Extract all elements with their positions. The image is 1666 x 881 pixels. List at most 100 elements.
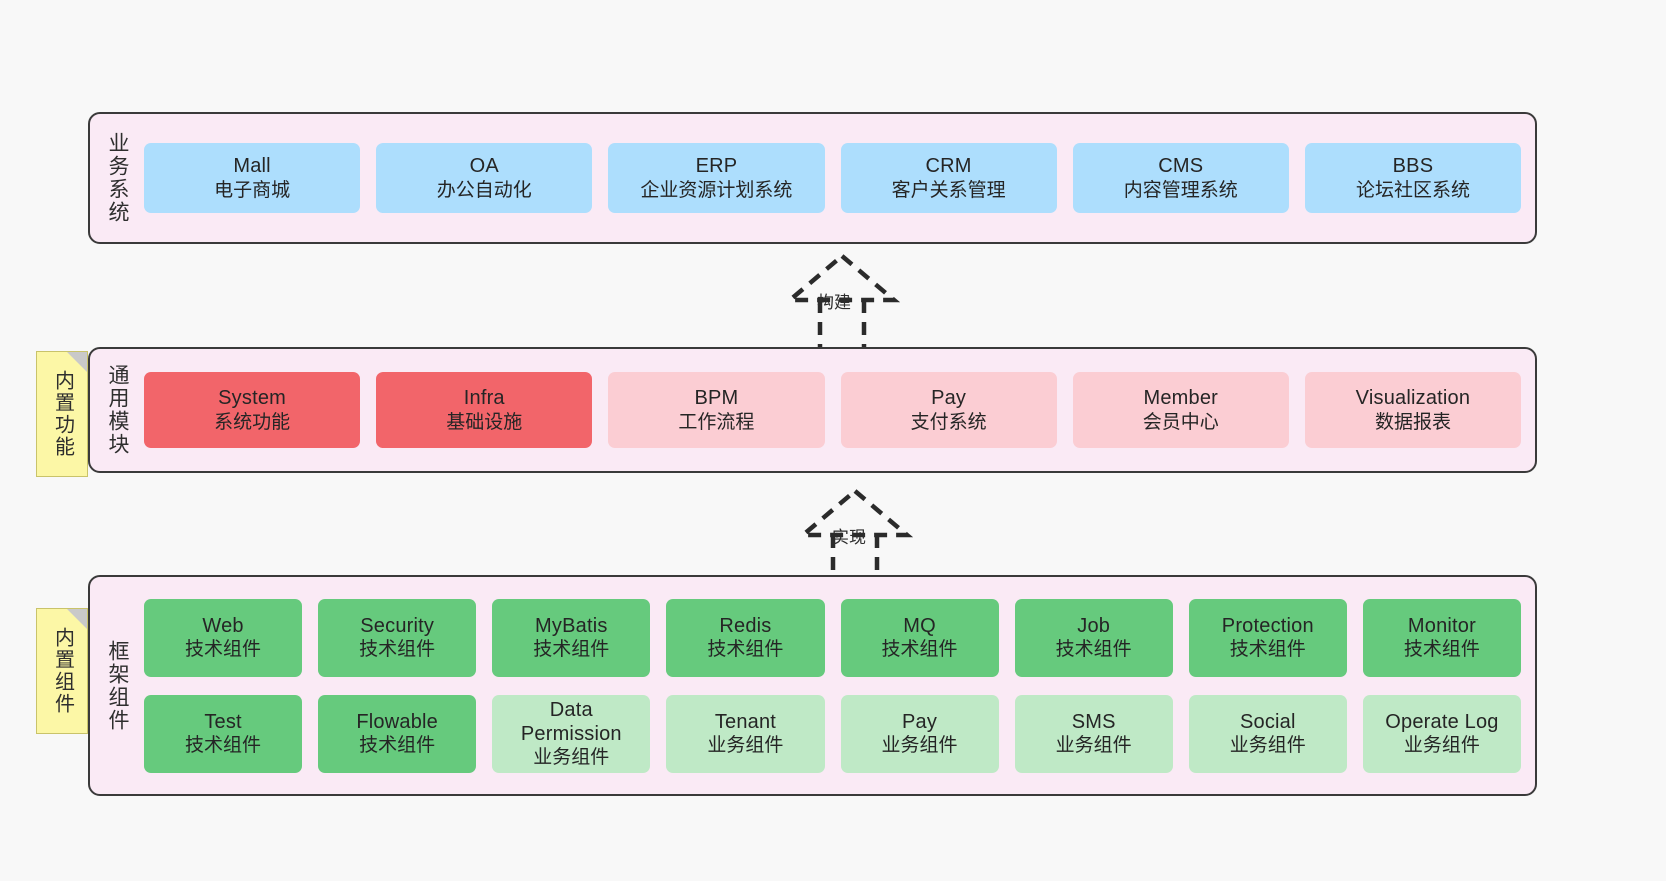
module-card-operate-log[interactable]: Operate Log 业务组件 — [1362, 694, 1521, 773]
card-subtitle: 基础设施 — [446, 411, 523, 433]
card-title: Pay — [931, 387, 967, 410]
module-card-pay[interactable]: Pay 支付系统 — [840, 372, 1057, 448]
card-title: Pay — [902, 710, 938, 733]
card-title: Test — [204, 710, 242, 733]
card-subtitle: 业务组件 — [533, 747, 610, 769]
card-subtitle: 办公自动化 — [436, 179, 532, 201]
card-row: System 系统功能 Infra 基础设施 BPM 工作流程 Pay 支付系统… — [144, 372, 1522, 448]
note-fold-corner-icon — [67, 352, 87, 372]
card-subtitle: 业务组件 — [1403, 735, 1480, 757]
card-row: Mall 电子商城 OA 办公自动化 ERP 企业资源计划系统 CRM 客户关系… — [144, 143, 1522, 213]
layer-common-modules: 通用模块 System 系统功能 Infra 基础设施 BPM 工作流程 Pay… — [88, 347, 1537, 473]
card-title: Visualization — [1355, 387, 1471, 410]
module-card-pay-component[interactable]: Pay 业务组件 — [840, 694, 999, 773]
arrow-label-build: 构建 — [817, 293, 851, 312]
layer-body-business: Mall 电子商城 OA 办公自动化 ERP 企业资源计划系统 CRM 客户关系… — [144, 114, 1535, 242]
card-title: Web — [202, 614, 244, 637]
card-subtitle: 业务组件 — [1055, 735, 1132, 757]
card-subtitle: 工作流程 — [678, 411, 755, 433]
card-subtitle: 技术组件 — [185, 639, 262, 661]
card-subtitle: 业务组件 — [881, 735, 958, 757]
module-card-infra[interactable]: Infra 基础设施 — [376, 372, 593, 448]
note-label: 内置组件 — [51, 627, 74, 715]
card-subtitle: 数据报表 — [1374, 411, 1451, 433]
card-title: Redis — [719, 614, 772, 637]
card-title: Member — [1143, 387, 1219, 410]
module-card-security[interactable]: Security 技术组件 — [318, 598, 477, 677]
card-subtitle: 电子商城 — [214, 179, 291, 201]
card-subtitle: 技术组件 — [533, 639, 610, 661]
module-card-social[interactable]: Social 业务组件 — [1188, 694, 1347, 773]
card-title: OA — [469, 155, 499, 178]
card-row: Test 技术组件 Flowable 技术组件 Data Permission … — [144, 694, 1521, 773]
module-card-mq[interactable]: MQ 技术组件 — [840, 598, 999, 677]
card-subtitle: 系统功能 — [214, 411, 291, 433]
card-row: Web 技术组件 Security 技术组件 MyBatis 技术组件 Redi… — [144, 598, 1521, 677]
card-subtitle: 内容管理系统 — [1123, 179, 1238, 201]
module-card-erp[interactable]: ERP 企业资源计划系统 — [608, 143, 825, 213]
module-card-mall[interactable]: Mall 电子商城 — [144, 143, 361, 213]
module-card-test[interactable]: Test 技术组件 — [144, 694, 303, 773]
note-builtin-components: 内置组件 — [36, 608, 88, 734]
card-title: Operate Log — [1385, 710, 1499, 733]
card-title: ERP — [695, 155, 738, 178]
module-card-mybatis[interactable]: MyBatis 技术组件 — [492, 598, 651, 677]
card-title: BPM — [694, 387, 739, 410]
module-card-bpm[interactable]: BPM 工作流程 — [608, 372, 825, 448]
card-subtitle: 技术组件 — [881, 639, 958, 661]
module-card-visualization[interactable]: Visualization 数据报表 — [1304, 372, 1522, 448]
layer-body-framework: Web 技术组件 Security 技术组件 MyBatis 技术组件 Redi… — [144, 577, 1535, 794]
layer-business-system: 业务系统 Mall 电子商城 OA 办公自动化 ERP 企业资源计划系统 CRM… — [88, 112, 1537, 244]
card-title: Job — [1077, 614, 1111, 637]
layer-title-business: 业务系统 — [106, 132, 130, 224]
module-card-member[interactable]: Member 会员中心 — [1072, 372, 1289, 448]
card-title: BBS — [1392, 155, 1434, 178]
module-card-sms[interactable]: SMS 业务组件 — [1014, 694, 1173, 773]
card-title: MQ — [903, 614, 936, 637]
module-card-monitor[interactable]: Monitor 技术组件 — [1362, 598, 1521, 677]
layer-title-framework: 框架组件 — [106, 639, 130, 732]
module-card-job[interactable]: Job 技术组件 — [1014, 598, 1173, 677]
module-card-crm[interactable]: CRM 客户关系管理 — [840, 143, 1057, 213]
module-card-tenant[interactable]: Tenant 业务组件 — [666, 694, 825, 773]
card-subtitle: 会员中心 — [1142, 411, 1219, 433]
card-subtitle: 技术组件 — [1055, 639, 1132, 661]
card-title: CMS — [1158, 155, 1204, 178]
module-card-flowable[interactable]: Flowable 技术组件 — [318, 694, 477, 773]
card-subtitle: 技术组件 — [1229, 639, 1306, 661]
note-fold-corner-icon — [67, 609, 87, 629]
card-subtitle: 技术组件 — [359, 639, 436, 661]
module-card-web[interactable]: Web 技术组件 — [144, 598, 303, 677]
card-title: Tenant — [714, 710, 777, 733]
card-title: Social — [1239, 710, 1296, 733]
module-card-protection[interactable]: Protection 技术组件 — [1188, 598, 1347, 677]
card-subtitle: 技术组件 — [185, 735, 262, 757]
arrow-label-implement: 实现 — [832, 528, 866, 547]
note-builtin-features: 内置功能 — [36, 351, 88, 477]
module-card-data-permission[interactable]: Data Permission 业务组件 — [492, 694, 651, 773]
module-card-oa[interactable]: OA 办公自动化 — [376, 143, 593, 213]
card-title: CRM — [925, 155, 972, 178]
card-subtitle: 技术组件 — [359, 735, 436, 757]
arrow-head — [783, 253, 901, 303]
note-label: 内置功能 — [51, 370, 74, 458]
card-title: Monitor — [1407, 614, 1476, 637]
module-card-system[interactable]: System 系统功能 — [144, 372, 361, 448]
module-card-cms[interactable]: CMS 内容管理系统 — [1072, 143, 1289, 213]
card-title: Mall — [233, 155, 271, 178]
card-subtitle: 论坛社区系统 — [1355, 179, 1470, 201]
card-title: Infra — [463, 387, 505, 410]
card-subtitle: 业务组件 — [707, 735, 784, 757]
card-subtitle: 支付系统 — [910, 411, 987, 433]
card-title: Security — [360, 614, 435, 637]
card-subtitle: 技术组件 — [1403, 639, 1480, 661]
layer-body-common: System 系统功能 Infra 基础设施 BPM 工作流程 Pay 支付系统… — [144, 349, 1535, 471]
card-subtitle: 技术组件 — [707, 639, 784, 661]
card-title: System — [218, 387, 287, 410]
card-title: Flowable — [356, 710, 438, 733]
module-card-redis[interactable]: Redis 技术组件 — [666, 598, 825, 677]
module-card-bbs[interactable]: BBS 论坛社区系统 — [1304, 143, 1522, 213]
card-title: Data Permission — [520, 698, 622, 745]
card-subtitle: 企业资源计划系统 — [640, 179, 793, 201]
